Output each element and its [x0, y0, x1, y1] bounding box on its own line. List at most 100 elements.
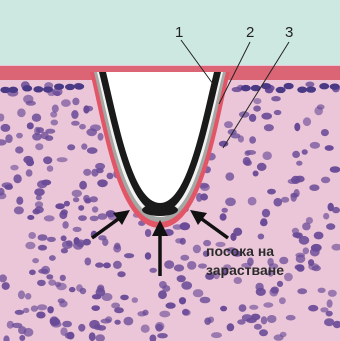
cell-nucleus: [98, 133, 104, 141]
cell-nucleus: [200, 297, 211, 304]
cell-nucleus: [52, 105, 59, 113]
cell-nucleus: [173, 224, 183, 230]
cell-nucleus: [193, 289, 204, 297]
cell-nucleus: [314, 232, 324, 240]
cell-nucleus: [27, 122, 34, 129]
cell-nucleus: [254, 324, 262, 330]
cell-nucleus: [37, 304, 47, 310]
cell-nucleus: [290, 193, 298, 198]
cell-nucleus: [32, 133, 42, 141]
cell-nucleus: [274, 110, 282, 115]
cell-nucleus: [248, 197, 257, 206]
cell-nucleus: [310, 248, 320, 257]
basal-nucleus: [284, 83, 294, 89]
cell-nucleus: [180, 255, 189, 261]
cell-nucleus: [249, 114, 256, 122]
cell-nucleus: [113, 244, 121, 252]
cell-nucleus: [32, 114, 41, 122]
cell-nucleus: [177, 275, 186, 282]
cell-nucleus: [64, 201, 70, 207]
cell-nucleus: [264, 124, 274, 131]
cell-nucleus: [297, 288, 307, 294]
cell-nucleus: [288, 179, 298, 184]
basal-nucleus: [297, 87, 307, 93]
cell-nucleus: [25, 242, 35, 249]
cell-nucleus: [200, 193, 208, 200]
cell-nucleus: [155, 324, 163, 332]
label-layer-2: 2: [246, 24, 254, 41]
cell-nucleus: [292, 151, 300, 158]
cell-nucleus: [262, 209, 270, 218]
cell-nucleus: [98, 213, 108, 220]
cell-nucleus: [36, 312, 45, 319]
cell-nucleus: [239, 304, 247, 312]
cell-nucleus: [274, 198, 283, 207]
cell-nucleus: [286, 315, 296, 321]
cell-nucleus: [245, 150, 251, 156]
cell-nucleus: [208, 317, 214, 323]
cell-nucleus: [78, 215, 87, 221]
cell-nucleus: [38, 234, 48, 241]
cell-nucleus: [92, 294, 101, 299]
cell-nucleus: [224, 121, 233, 128]
cell-nucleus: [25, 293, 31, 300]
cell-nucleus: [79, 124, 86, 130]
cell-nucleus: [323, 213, 329, 220]
cell-nucleus: [296, 264, 304, 271]
cell-nucleus: [83, 169, 91, 176]
cell-nucleus: [72, 98, 79, 106]
cell-nucleus: [86, 128, 97, 136]
cell-nucleus: [13, 174, 21, 183]
cell-nucleus: [117, 271, 125, 277]
caption-line-1: посока на: [206, 243, 274, 259]
cell-nucleus: [76, 284, 83, 291]
cell-nucleus: [50, 318, 61, 326]
cell-nucleus: [294, 123, 300, 131]
cell-nucleus: [220, 306, 227, 312]
cell-nucleus: [179, 297, 186, 304]
cell-nucleus: [302, 222, 311, 230]
cell-nucleus: [78, 205, 84, 211]
cell-nucleus: [46, 274, 53, 279]
cell-nucleus: [71, 121, 80, 126]
cell-nucleus: [32, 258, 39, 263]
cell-nucleus: [94, 324, 102, 330]
cell-nucleus: [26, 169, 33, 177]
cell-nucleus: [113, 261, 122, 269]
cell-nucleus: [260, 219, 268, 226]
cell-nucleus: [10, 165, 18, 171]
cell-nucleus: [303, 247, 309, 254]
cell-nucleus: [62, 221, 68, 229]
cell-nucleus: [61, 209, 68, 215]
cell-nucleus: [220, 213, 227, 221]
basal-nucleus: [276, 87, 286, 93]
cell-nucleus: [180, 238, 186, 245]
cell-nucleus: [55, 203, 65, 209]
basal-nucleus: [33, 86, 43, 92]
cell-nucleus: [261, 316, 267, 324]
cell-nucleus: [258, 234, 265, 240]
cell-nucleus: [310, 142, 320, 149]
cell-nucleus: [330, 166, 340, 173]
cell-nucleus: [23, 156, 33, 164]
cell-nucleus: [267, 315, 277, 323]
cell-nucleus: [76, 239, 85, 247]
cell-nucleus: [81, 143, 87, 149]
cell-nucleus: [114, 307, 124, 313]
basal-nucleus: [65, 84, 75, 90]
cell-nucleus: [41, 180, 51, 186]
cell-nucleus: [259, 329, 268, 336]
cell-nucleus: [269, 288, 278, 297]
cell-nucleus: [85, 258, 92, 266]
cell-nucleus: [164, 260, 174, 269]
cell-nucleus: [314, 107, 323, 116]
cell-nucleus: [5, 134, 12, 143]
cell-nucleus: [14, 206, 24, 214]
cell-nucleus: [141, 325, 150, 333]
cell-nucleus: [309, 184, 319, 191]
cell-nucleus: [28, 232, 36, 239]
cell-nucleus: [19, 335, 25, 341]
cell-nucleus: [302, 149, 308, 155]
cell-nucleus: [279, 297, 286, 304]
cell-nucleus: [61, 235, 67, 241]
